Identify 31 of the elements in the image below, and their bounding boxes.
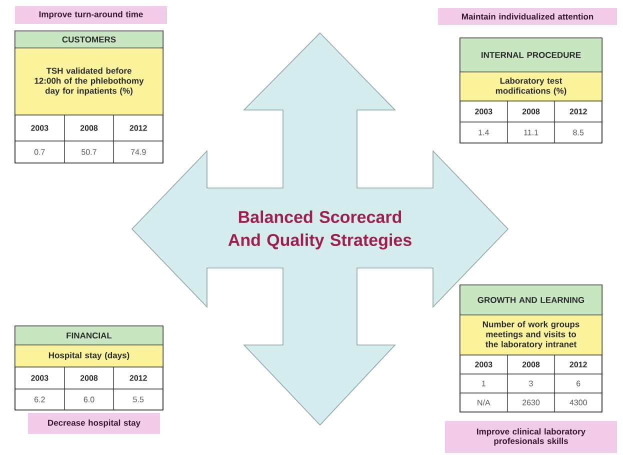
table-cell: 4300 <box>554 392 602 412</box>
table-cell: 2012 <box>554 354 602 374</box>
table-cell: N/A <box>460 392 508 412</box>
table-cell: 11.1 <box>507 122 555 144</box>
table-cell: 2012 <box>113 114 164 142</box>
table-cell: 0.7 <box>14 140 65 164</box>
table-cell: 3 <box>507 374 555 394</box>
table-cell: 2003 <box>460 100 508 122</box>
table-cell: 1.4 <box>460 122 508 144</box>
table-cell: 6 <box>554 374 602 394</box>
goal-box: Decrease hospital stay <box>28 413 160 434</box>
table-cell: 2003 <box>14 366 65 390</box>
table-cell: 5.5 <box>113 388 164 410</box>
table-cell: 2008 <box>507 354 555 374</box>
table-cell: 2012 <box>113 366 164 390</box>
table-cell: 6.2 <box>14 388 65 410</box>
goal-box: Maintain individualized attention <box>438 8 617 25</box>
goal-box: Improve turn-around time <box>15 6 167 24</box>
table-cell: 2008 <box>64 114 114 142</box>
table-cell: 2008 <box>64 366 114 390</box>
table-cell: 2012 <box>554 100 602 122</box>
table-cell: 2003 <box>460 354 508 374</box>
table-cell: 1 <box>460 374 508 394</box>
table-cell: 2003 <box>14 114 65 142</box>
table-cell: 8.5 <box>554 122 602 144</box>
table-cell: 2008 <box>507 100 555 122</box>
table-cell: 2630 <box>507 392 555 412</box>
table-cell: 6.0 <box>64 388 114 410</box>
goal-box: Improve clinical laboratory profesionals skills <box>445 421 617 453</box>
table-cell: 50.7 <box>64 140 114 164</box>
table-cell: 74.9 <box>113 140 164 164</box>
